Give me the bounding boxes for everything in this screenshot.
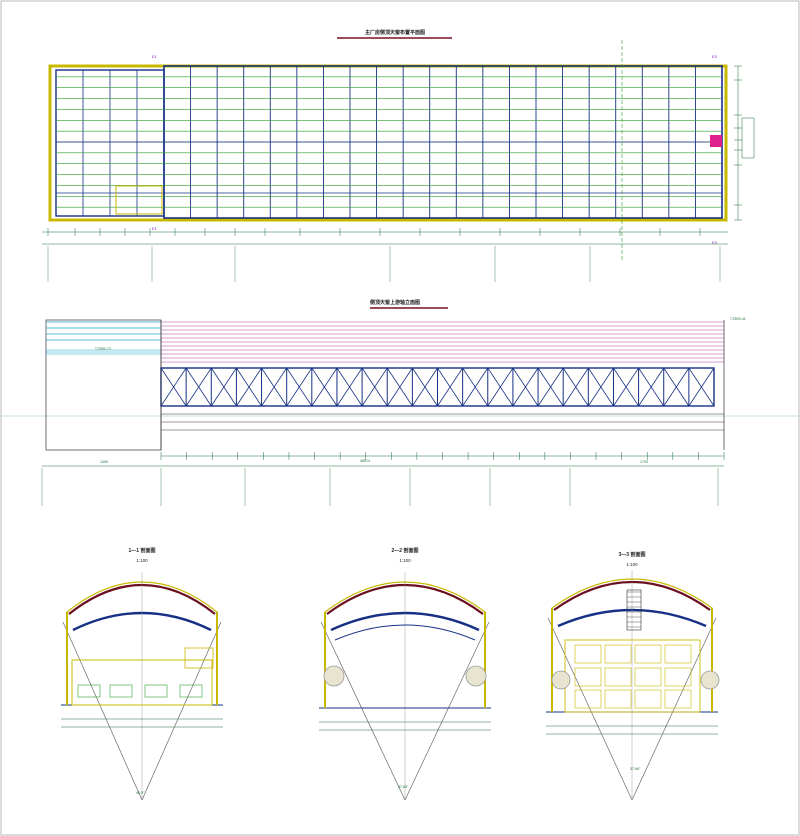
section-1-cell bbox=[77, 684, 101, 698]
elev-level-right: ▽2593.41 bbox=[730, 317, 746, 321]
elev-truss-brace bbox=[537, 367, 564, 407]
section-3-cell bbox=[664, 667, 692, 687]
section-3-cell bbox=[634, 689, 662, 709]
elev-truss-brace bbox=[185, 367, 212, 407]
section-1-room bbox=[71, 659, 213, 706]
section-1-box bbox=[184, 647, 214, 669]
section-2-scale: 1:100 bbox=[399, 558, 411, 563]
plan-right-tag bbox=[741, 117, 755, 159]
elev-dimensions bbox=[160, 452, 725, 460]
elev-truss-brace bbox=[587, 367, 614, 407]
elev-truss-brace bbox=[613, 367, 639, 407]
section-cone-line bbox=[404, 621, 490, 801]
plan-marker-right bbox=[710, 135, 722, 147]
elev-truss-members bbox=[160, 367, 715, 407]
section-cone-line bbox=[547, 617, 633, 801]
elev-truss-brace bbox=[361, 367, 388, 407]
section-1-cell bbox=[109, 684, 133, 698]
elev-truss-brace bbox=[210, 367, 237, 407]
section-2-rock-left bbox=[323, 665, 345, 687]
plan-view: 主厂房侧顶天窗布置平面图 E1 E3 E1 E3 bbox=[42, 29, 755, 282]
plan-axis-right: E3 bbox=[712, 54, 718, 59]
section-3-cell bbox=[604, 689, 632, 709]
elev-level-left: ▽2590.73 bbox=[95, 347, 111, 351]
plan-axis-left: E1 bbox=[152, 54, 158, 59]
elevation-title: 侧顶天窗上游轴立面图 bbox=[370, 299, 420, 306]
elev-truss-brace bbox=[462, 367, 489, 407]
elev-truss-brace bbox=[160, 367, 187, 407]
elev-truss-brace bbox=[663, 367, 690, 407]
elev-left-block bbox=[45, 319, 162, 451]
section-3-angle: 37.66° bbox=[630, 767, 641, 771]
plan-stair-box bbox=[115, 185, 163, 215]
section-1-cell bbox=[144, 684, 168, 698]
elev-truss-brace bbox=[336, 367, 363, 407]
sections bbox=[61, 570, 720, 801]
plan-vertical-labels bbox=[47, 246, 721, 282]
elev-roof-lines bbox=[161, 321, 724, 363]
elev-vertical-labels bbox=[41, 468, 719, 506]
section-titles: 1—1 剖面图 1:100 2—2 剖面图 1:100 3—3 剖面图 1:10… bbox=[129, 547, 646, 795]
section-3-cell bbox=[574, 667, 602, 687]
section-3-cell bbox=[604, 644, 632, 664]
elev-truss-brace bbox=[512, 367, 539, 407]
section-3-cell bbox=[574, 689, 602, 709]
elev-truss-brace bbox=[437, 367, 463, 407]
elev-dim-right: 1700 bbox=[640, 460, 648, 464]
elev-truss-brace bbox=[286, 367, 313, 407]
section-2-title: 2—2 剖面图 bbox=[392, 547, 419, 554]
section-cone-line bbox=[320, 621, 406, 801]
plan-title: 主厂房侧顶天窗布置平面图 bbox=[365, 29, 425, 36]
section-3-title: 3—3 剖面图 bbox=[619, 551, 646, 558]
plan-axis-bottom-right: E3 bbox=[712, 240, 718, 245]
section-3-cell bbox=[664, 644, 692, 664]
section-3-cell bbox=[634, 644, 662, 664]
elev-truss-brace bbox=[487, 367, 514, 407]
section-3-stair bbox=[626, 589, 642, 631]
plan-axis-bottom-left: E1 bbox=[152, 226, 158, 231]
section-3-rock-left bbox=[551, 670, 571, 690]
section-2 bbox=[319, 572, 491, 801]
elev-dim-left: 1300 bbox=[100, 460, 108, 464]
elevation-view: 侧顶天窗上游轴立面图 ▽2590.73 ▽2593.41 46514 1300 … bbox=[41, 299, 746, 506]
section-3 bbox=[546, 570, 720, 801]
section-3-cell bbox=[574, 644, 602, 664]
section-1-scale: 1:100 bbox=[136, 558, 148, 563]
plan-dimensions bbox=[47, 228, 701, 236]
plan-outer-frame bbox=[48, 64, 728, 222]
elev-truss-brace bbox=[412, 367, 438, 407]
elev-truss-brace bbox=[562, 367, 589, 407]
section-1 bbox=[61, 572, 223, 801]
elev-truss-brace bbox=[386, 367, 413, 407]
elev-overall-dim: 46514 bbox=[360, 459, 370, 463]
section-1-title: 1—1 剖面图 bbox=[129, 547, 156, 554]
section-2-rock-right bbox=[465, 665, 487, 687]
section-cone-line bbox=[631, 617, 717, 801]
section-cone-line bbox=[141, 621, 222, 801]
section-1-angle: 40.5° bbox=[136, 791, 145, 795]
section-3-scale: 1:100 bbox=[626, 562, 638, 567]
elev-truss-brace bbox=[261, 367, 288, 407]
section-2-inner-arch bbox=[334, 624, 476, 641]
section-cone-line bbox=[62, 621, 143, 801]
section-3-cell bbox=[634, 667, 662, 687]
elev-left-roof-lines bbox=[46, 321, 161, 355]
section-3-room bbox=[564, 639, 701, 713]
elev-truss-brace bbox=[311, 367, 338, 407]
elev-truss-brace bbox=[236, 367, 262, 407]
section-3-cell bbox=[664, 689, 692, 709]
plan-grid bbox=[55, 66, 723, 218]
section-1-cell bbox=[179, 684, 203, 698]
plan-right-dimensions bbox=[734, 65, 742, 221]
section-2-angle: 37.66° bbox=[398, 785, 409, 789]
elev-truss-brace bbox=[688, 367, 715, 407]
elev-truss-brace bbox=[638, 367, 665, 407]
section-3-rock-right bbox=[700, 670, 720, 690]
section-3-cell bbox=[604, 667, 632, 687]
